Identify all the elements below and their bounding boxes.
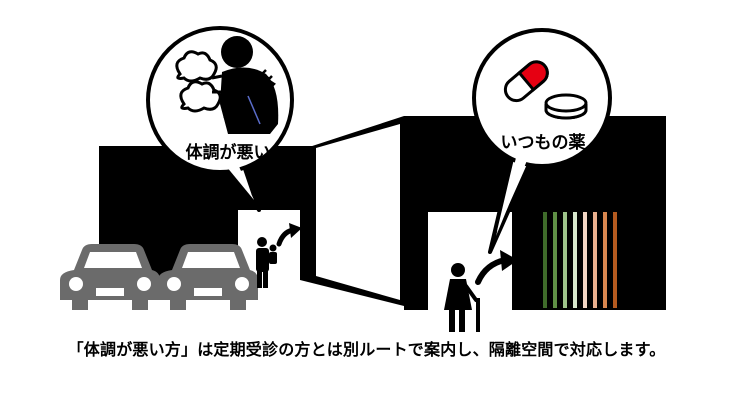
shelf-stripe: [553, 212, 557, 308]
elderly-person-icon: [444, 263, 480, 332]
car-icon: [158, 244, 258, 310]
arrow-icon: [276, 223, 302, 247]
medicine-shelf-stripes: [543, 212, 617, 308]
shelf-stripe: [593, 212, 597, 308]
shelf-stripe: [583, 212, 587, 308]
shelf-stripe: [603, 212, 607, 308]
car-icon: [60, 244, 160, 310]
speech-bubble-unwell: 体調が悪い: [146, 26, 294, 212]
speech-bubble-usual-medicine: いつもの薬: [472, 28, 612, 254]
shelf-stripe: [613, 212, 617, 308]
corridor: [300, 116, 404, 306]
bubble-label-unwell: 体調が悪い: [186, 142, 271, 163]
shelf-stripe: [563, 212, 567, 308]
arrow-icon: [475, 250, 518, 285]
shelf-stripe: [543, 212, 547, 308]
shelf-stripe: [573, 212, 577, 308]
caption: 「体調が悪い方」は定期受診の方とは別ルートで案内し、隔離空間で対応します。: [67, 340, 666, 359]
capsule-icon: [503, 60, 549, 103]
coughing-person-icon: [175, 36, 279, 134]
tablet-icon: [544, 93, 588, 120]
parent-with-child-icon: [256, 237, 277, 288]
bubble-label-usual-medicine: いつもの薬: [501, 133, 586, 153]
